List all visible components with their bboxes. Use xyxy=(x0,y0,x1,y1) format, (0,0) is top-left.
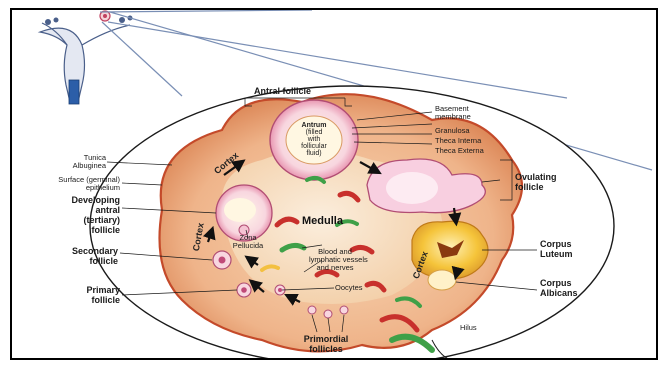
primordial-follicle xyxy=(308,306,316,314)
label-hilus: Hilus xyxy=(460,324,477,332)
label-ovulating-follicle: Ovulating follicle xyxy=(515,172,557,192)
label-oocytes: Oocytes xyxy=(335,284,363,292)
label-basement-membrane: Basement membrane xyxy=(435,105,471,121)
uterus-tubes-icon xyxy=(40,11,133,104)
primordial-follicle xyxy=(340,306,348,314)
label-surface-epithelium: Surface (germinal) epithelium xyxy=(40,176,120,192)
label-zona-pellucida: Zona Pellucida xyxy=(228,234,268,250)
ovary-diagram: Antral follicle Antrum (filled with foll… xyxy=(12,10,658,360)
label-antrum: Antrum (filled with follicular fluid) xyxy=(296,122,332,157)
label-secondary-follicle: Secondary follicle xyxy=(52,246,118,266)
label-theca-externa: Theca Externa xyxy=(435,147,484,155)
label-granulosa: Granulosa xyxy=(435,127,470,135)
label-tunica-albuginea: Tunica Albuginea xyxy=(64,154,106,170)
label-blood-vessels: Blood and lymphatic vessels and nerves xyxy=(309,248,361,272)
label-primary-follicle: Primary follicle xyxy=(56,285,120,305)
diagram-frame: Antral follicle Antrum (filled with foll… xyxy=(10,8,658,360)
label-corpus-luteum: Corpus Luteum xyxy=(540,239,573,259)
label-antral-follicle: Antral follicle xyxy=(254,86,311,96)
primordial-follicle xyxy=(324,310,332,318)
corpus-albicans xyxy=(428,270,456,290)
label-medulla: Medulla xyxy=(302,217,343,225)
label-corpus-albicans: Corpus Albicans xyxy=(540,278,578,298)
label-theca-interna: Theca Interna xyxy=(435,137,481,145)
label-primordial-follicles: Primordial follicles xyxy=(294,334,358,354)
label-developing-antral: Developing antral (tertiary) follicle xyxy=(36,195,120,235)
